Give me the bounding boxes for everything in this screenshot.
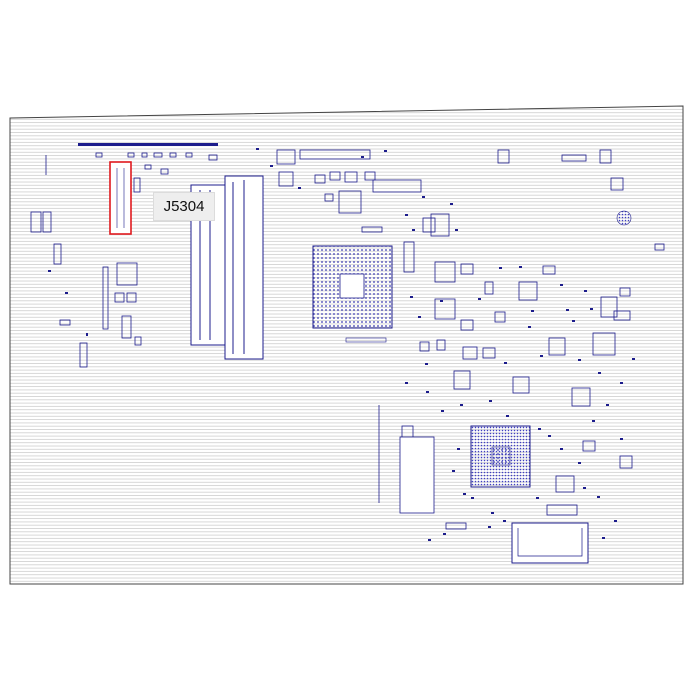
edge-connector <box>78 143 218 146</box>
bottom-connector <box>511 522 589 564</box>
bga-package <box>470 425 531 488</box>
bga-package <box>312 245 393 329</box>
component-tooltip: J5304 <box>153 192 215 221</box>
connector-footprint[interactable] <box>109 161 132 235</box>
